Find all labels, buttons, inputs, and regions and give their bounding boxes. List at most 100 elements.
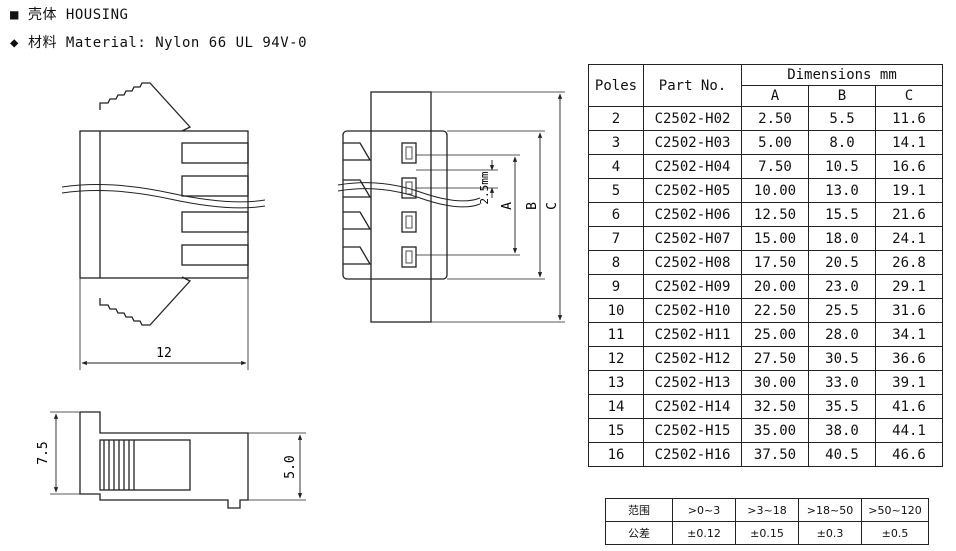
dim-c-cell: 44.1 [875, 418, 943, 443]
housing-title: ■ 壳体 HOUSING [10, 4, 128, 24]
tolerance-table: 范围 >0~3 >3~18 >18~50 >50~120 公差 ±0.12 ±0… [605, 498, 929, 545]
top-view [61, 82, 266, 370]
tolerance-cell: ±0.12 [672, 521, 736, 545]
poles-cell: 10 [588, 298, 644, 323]
part-no-cell: C2502-H09 [643, 274, 742, 299]
material-line: ◆ 材料 Material: Nylon 66 UL 94V-0 [10, 32, 307, 52]
width-12-label: 12 [156, 346, 172, 361]
dim-b-cell: 8.0 [808, 130, 876, 155]
dim-b-cell: 40.5 [808, 442, 876, 467]
tolerance-cell: ±0.15 [735, 521, 799, 545]
part-no-cell: C2502-H05 [643, 178, 742, 203]
dim-c-cell: 29.1 [875, 274, 943, 299]
range-cell: >0~3 [672, 498, 736, 522]
poles-cell: 2 [588, 106, 644, 131]
dim-b-cell: 25.5 [808, 298, 876, 323]
dim-a-cell: 20.00 [741, 274, 809, 299]
dim-a-cell: 15.00 [741, 226, 809, 251]
header-dimensions: Dimensions mm [741, 64, 943, 86]
dim-a-cell: 2.50 [741, 106, 809, 131]
dim-c-label: C [545, 202, 560, 210]
dim-a-cell: 27.50 [741, 346, 809, 371]
part-no-cell: C2502-H14 [643, 394, 742, 419]
tolerance-cell: ±0.3 [798, 521, 862, 545]
header-b: B [808, 85, 876, 107]
dim-a-cell: 17.50 [741, 250, 809, 275]
poles-cell: 7 [588, 226, 644, 251]
dim-c-cell: 26.8 [875, 250, 943, 275]
part-no-cell: C2502-H07 [643, 226, 742, 251]
poles-cell: 5 [588, 178, 644, 203]
dim-a-cell: 7.50 [741, 154, 809, 179]
dim-c-cell: 39.1 [875, 370, 943, 395]
poles-cell: 4 [588, 154, 644, 179]
header-c: C [875, 85, 943, 107]
part-no-cell: C2502-H04 [643, 154, 742, 179]
dim-a-cell: 5.00 [741, 130, 809, 155]
dim-a-cell: 12.50 [741, 202, 809, 227]
range-label: 范围 [605, 498, 673, 522]
material-text: 材料 Material: Nylon 66 UL 94V-0 [28, 35, 308, 51]
part-no-cell: C2502-H16 [643, 442, 742, 467]
poles-cell: 15 [588, 418, 644, 443]
diamond-bullet-icon: ◆ [10, 35, 19, 51]
height-7-5-label: 7.5 [36, 441, 51, 464]
tolerance-cell: ±0.5 [861, 521, 929, 545]
dim-c-cell: 31.6 [875, 298, 943, 323]
part-no-cell: C2502-H12 [643, 346, 742, 371]
header-part-no: Part No. [643, 64, 742, 107]
poles-cell: 6 [588, 202, 644, 227]
dim-b-label: B [525, 202, 540, 210]
dim-b-cell: 28.0 [808, 322, 876, 347]
dim-a-cell: 22.50 [741, 298, 809, 323]
part-no-cell: C2502-H08 [643, 250, 742, 275]
part-no-cell: C2502-H06 [643, 202, 742, 227]
poles-cell: 16 [588, 442, 644, 467]
part-no-cell: C2502-H03 [643, 130, 742, 155]
poles-cell: 9 [588, 274, 644, 299]
poles-cell: 11 [588, 322, 644, 347]
dim-b-cell: 13.0 [808, 178, 876, 203]
housing-title-text: 壳体 HOUSING [28, 7, 129, 23]
tolerance-label: 公差 [605, 521, 673, 545]
dim-b-cell: 35.5 [808, 394, 876, 419]
front-view [337, 91, 565, 323]
poles-cell: 12 [588, 346, 644, 371]
pitch-label: 2.5mm [478, 171, 491, 204]
part-no-cell: C2502-H11 [643, 322, 742, 347]
dim-b-cell: 23.0 [808, 274, 876, 299]
range-cell: >18~50 [798, 498, 862, 522]
part-no-cell: C2502-H15 [643, 418, 742, 443]
poles-cell: 13 [588, 370, 644, 395]
dim-c-cell: 14.1 [875, 130, 943, 155]
part-no-cell: C2502-H02 [643, 106, 742, 131]
dim-c-cell: 41.6 [875, 394, 943, 419]
dim-b-cell: 15.5 [808, 202, 876, 227]
dim-b-cell: 30.5 [808, 346, 876, 371]
dim-b-cell: 18.0 [808, 226, 876, 251]
range-cell: >50~120 [861, 498, 929, 522]
poles-cell: 8 [588, 250, 644, 275]
header-a: A [741, 85, 809, 107]
dim-a-cell: 32.50 [741, 394, 809, 419]
dim-a-cell: 37.50 [741, 442, 809, 467]
dim-a-cell: 35.00 [741, 418, 809, 443]
dim-b-cell: 20.5 [808, 250, 876, 275]
square-bullet-icon: ■ [10, 7, 19, 23]
dim-c-cell: 19.1 [875, 178, 943, 203]
height-5-0-label: 5.0 [283, 455, 298, 478]
dim-c-cell: 11.6 [875, 106, 943, 131]
